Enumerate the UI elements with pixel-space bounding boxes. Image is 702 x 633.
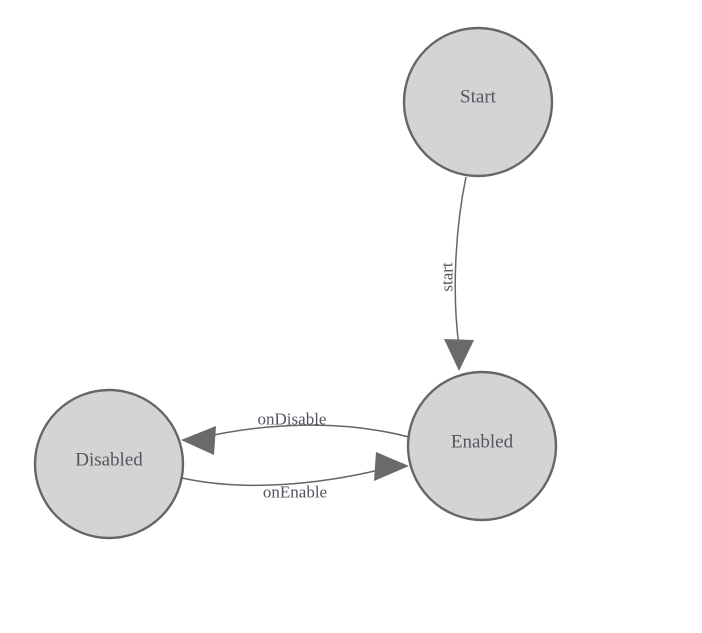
edge-label-onenable: onEnable [263,483,327,502]
state-node-start[interactable]: Start [402,26,554,178]
state-node-enabled-circle[interactable] [406,370,558,522]
state-node-disabled[interactable]: Disabled [33,388,185,540]
arrowhead-down-icon [444,339,474,371]
arrowhead-right-icon [374,452,409,481]
edge-disabled-to-enabled-path [181,469,380,487]
edge-enabled-to-disabled-path [195,424,410,440]
edge-disabled-to-enabled[interactable]: onEnable [181,452,409,502]
state-node-start-label: Start [460,87,497,108]
state-node-enabled[interactable]: Enabled [406,370,558,522]
state-node-enabled-label: Enabled [451,432,514,453]
edge-start-to-enabled[interactable]: start [438,176,475,371]
state-node-start-circle[interactable] [402,26,554,178]
edge-label-start: start [438,262,457,292]
edge-enabled-to-disabled[interactable]: onDisable [181,410,410,456]
arrowhead-left-icon [181,426,216,455]
edge-start-to-enabled-path [454,176,467,347]
state-node-disabled-label: Disabled [75,450,143,471]
edge-label-ondisable: onDisable [258,410,327,429]
state-node-disabled-circle[interactable] [33,388,185,540]
